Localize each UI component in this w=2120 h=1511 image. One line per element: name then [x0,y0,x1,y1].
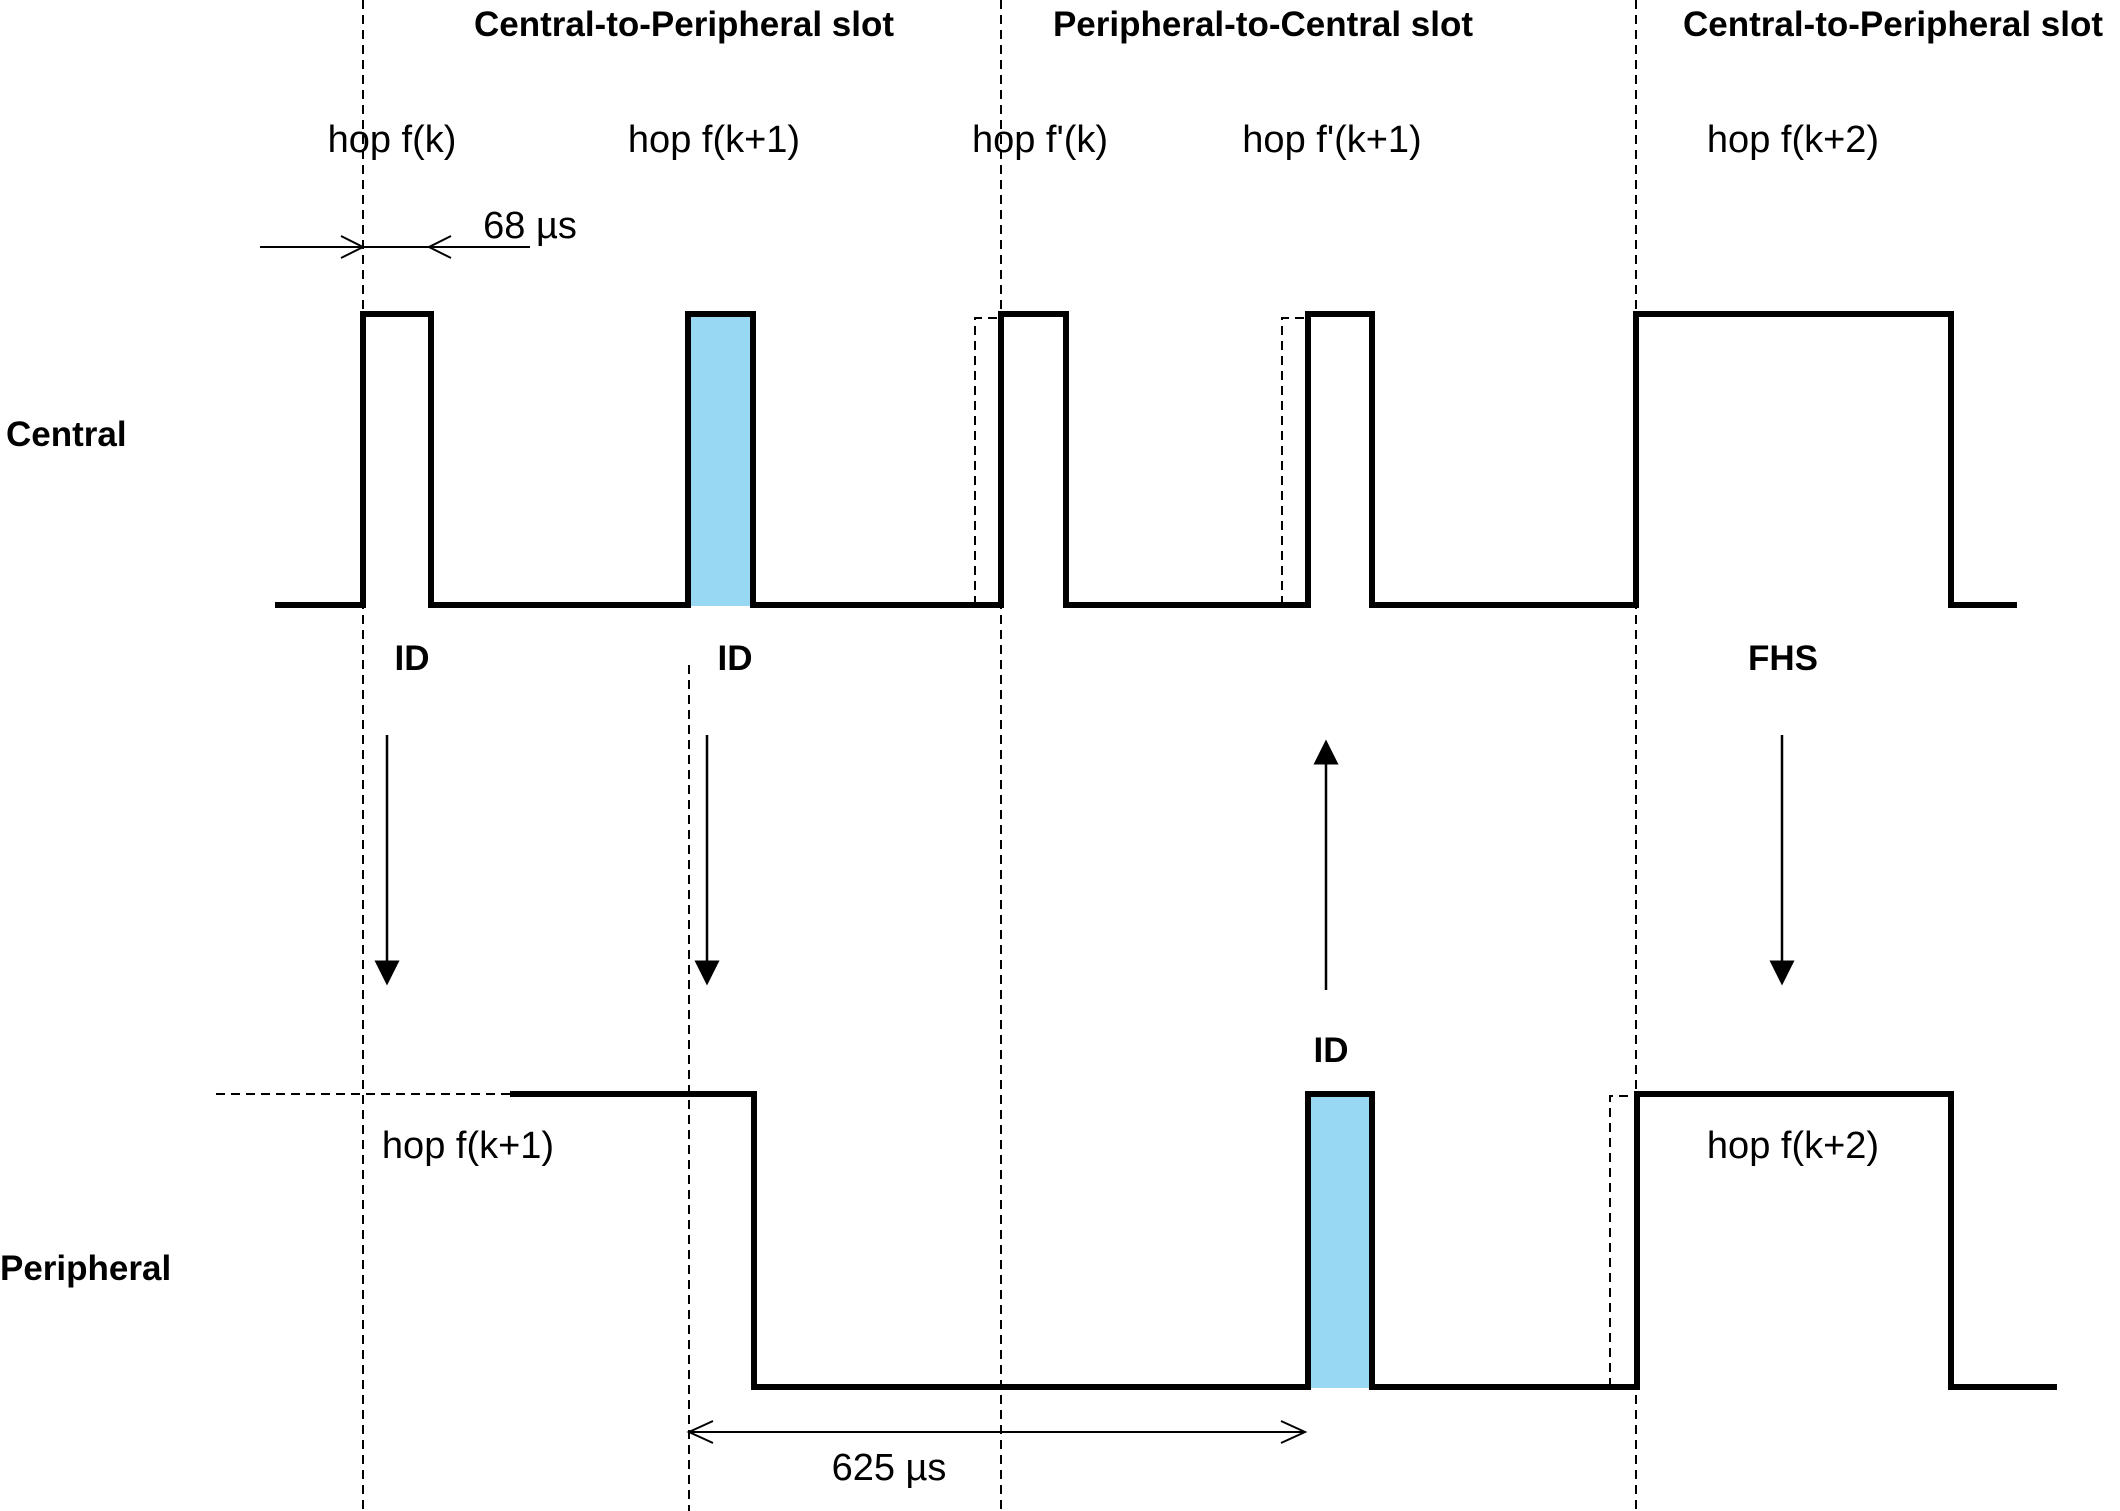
packet-label: ID [395,639,430,678]
packet-label: ID [718,639,753,678]
hop-label: hop f(k+1) [382,1125,554,1167]
hop-label: hop f(k+1) [628,119,800,161]
hop-label: hop f'(k) [972,119,1108,161]
slot-header: Central-to-Peripheral slot [474,5,894,44]
packet-label: FHS [1748,639,1818,678]
slot-header: Peripheral-to-Central slot [1053,5,1473,44]
central-row-label: Central [6,415,127,454]
central-timing-uncertainty [974,317,1001,605]
slot-header: Central-to-Peripheral slot [1683,5,2103,44]
hop-label: hop f(k+2) [1707,1125,1879,1167]
packet-label: ID [1314,1031,1349,1070]
slot-length-label: 625 µs [832,1447,947,1489]
slot-length-arrowhead-right [1280,1420,1308,1444]
slot-length-arrowhead-left [686,1420,714,1444]
highlighted-pulse [1306,1094,1371,1388]
peripheral-timing-uncertainty [1609,1095,1637,1387]
peripheral-waveform [510,1091,2057,1390]
offset-arrowhead-right [426,235,452,259]
hop-label: hop f'(k+1) [1242,119,1421,161]
highlighted-pulse [688,314,752,606]
hop-label: hop f(k+2) [1707,119,1879,161]
central-timing-uncertainty [1281,317,1308,605]
offset-arrowhead-left [340,235,366,259]
peripheral-row-label: Peripheral [0,1249,171,1288]
offset-label: 68 µs [483,205,577,247]
central-waveform [275,311,2017,608]
hop-label: hop f(k) [328,119,457,161]
